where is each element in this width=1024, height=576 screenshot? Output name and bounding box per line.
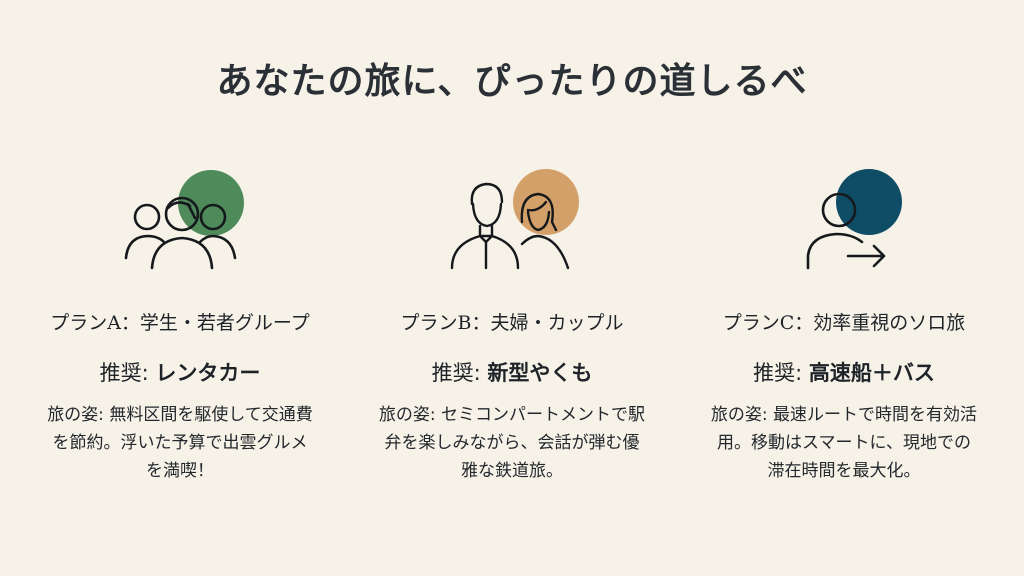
- plan-description: 旅の姿: 最速ルートで時間を有効活用。移動はスマートに、現地での滞在時間を最大化…: [710, 405, 978, 481]
- plan-title: プランB：夫婦・カップル: [400, 312, 624, 334]
- plan-description: 旅の姿: セミコンパートメントで駅弁を楽しみながら、会話が弾む優雅な鉄道旅。: [378, 405, 646, 481]
- group-icon: [20, 160, 340, 280]
- recommendation: 推奨: レンタカー: [20, 357, 340, 387]
- plan-b-card: プランB：夫婦・カップル 推奨: 新型やくも 旅の姿: セミコンパートメントで駅…: [352, 160, 672, 485]
- recommendation: 推奨: 新型やくも: [352, 357, 672, 387]
- plan-description: 旅の姿: 無料区間を駆使して交通費を節約。浮いた予算で出雲グルメを満喫！: [47, 405, 313, 481]
- recommendation-value: レンタカー: [155, 361, 261, 385]
- plan-title: プランC：効率重視のソロ旅: [722, 312, 966, 334]
- page-title: あなたの旅に、ぴったりの道しるべ: [216, 60, 808, 102]
- recommendation-label: 推奨:: [99, 361, 156, 385]
- plan-title: プランA：学生・若者グループ: [50, 312, 310, 334]
- recommendation-label: 推奨:: [431, 361, 488, 385]
- solo-traveler-icon: [684, 160, 1004, 280]
- plan-c-card: プランC：効率重視のソロ旅 推奨: 高速船＋バス 旅の姿: 最速ルートで時間を有…: [684, 160, 1004, 485]
- couple-icon: [352, 160, 672, 280]
- recommendation-label: 推奨:: [753, 361, 809, 385]
- recommendation-value: 新型やくも: [487, 361, 593, 385]
- recommendation: 推奨: 高速船＋バス: [684, 357, 1004, 387]
- recommendation-value: 高速船＋バス: [808, 361, 935, 385]
- plan-a-card: プランA：学生・若者グループ 推奨: レンタカー 旅の姿: 無料区間を駆使して交…: [20, 160, 340, 485]
